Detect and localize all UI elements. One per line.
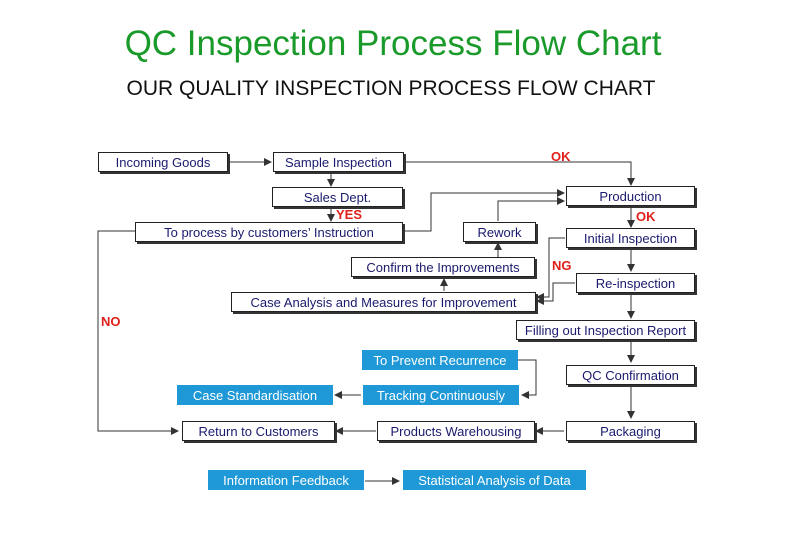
label-ng: NG (552, 258, 572, 273)
label-ok-production: OK (636, 209, 656, 224)
edge-instruction-to-return-no (97, 230, 179, 435)
node-case-standardisation: Case Standardisation (177, 385, 333, 405)
edge-reinspection-to-case (536, 282, 575, 305)
node-sample-inspection: Sample Inspection (273, 152, 404, 172)
node-products-warehousing: Products Warehousing (377, 421, 535, 441)
node-tracking: Tracking Continuously (363, 385, 519, 405)
label-no: NO (101, 314, 121, 329)
node-sales-dept: Sales Dept. (272, 187, 403, 207)
node-qc-confirmation: QC Confirmation (566, 365, 695, 385)
edge-rework-to-production (497, 197, 565, 221)
node-prevent-recurrence: To Prevent Recurrence (362, 350, 518, 370)
node-rework: Rework (463, 222, 536, 242)
node-statistical-analysis: Statistical Analysis of Data (403, 470, 586, 490)
page-subtitle: OUR QUALITY INSPECTION PROCESS FLOW CHAR… (126, 77, 656, 100)
page-title: QC Inspection Process Flow Chart (124, 24, 662, 63)
label-yes: YES (336, 207, 363, 222)
node-incoming-goods: Incoming Goods (98, 152, 228, 172)
node-confirm-improvements: Confirm the Improvements (351, 257, 535, 277)
edge-instruction-to-production (403, 189, 565, 232)
node-customer-instruction: To process by customers’ Instruction (135, 222, 403, 242)
node-case-analysis: Case Analysis and Measures for Improveme… (231, 292, 536, 312)
node-inspection-report: Filling out Inspection Report (516, 320, 695, 340)
node-information-feedback: Information Feedback (208, 470, 364, 490)
node-return-customers: Return to Customers (182, 421, 335, 441)
edge-sample-to-production (404, 161, 635, 186)
node-initial-inspection: Initial Inspection (566, 228, 695, 248)
node-reinspection: Re-inspection (576, 273, 695, 293)
label-ok-top: OK (551, 149, 571, 164)
edge-initial-to-case-ng (536, 237, 565, 301)
node-packaging: Packaging (566, 421, 695, 441)
node-production: Production (566, 186, 695, 206)
edge-prevent-to-tracking (518, 359, 537, 399)
